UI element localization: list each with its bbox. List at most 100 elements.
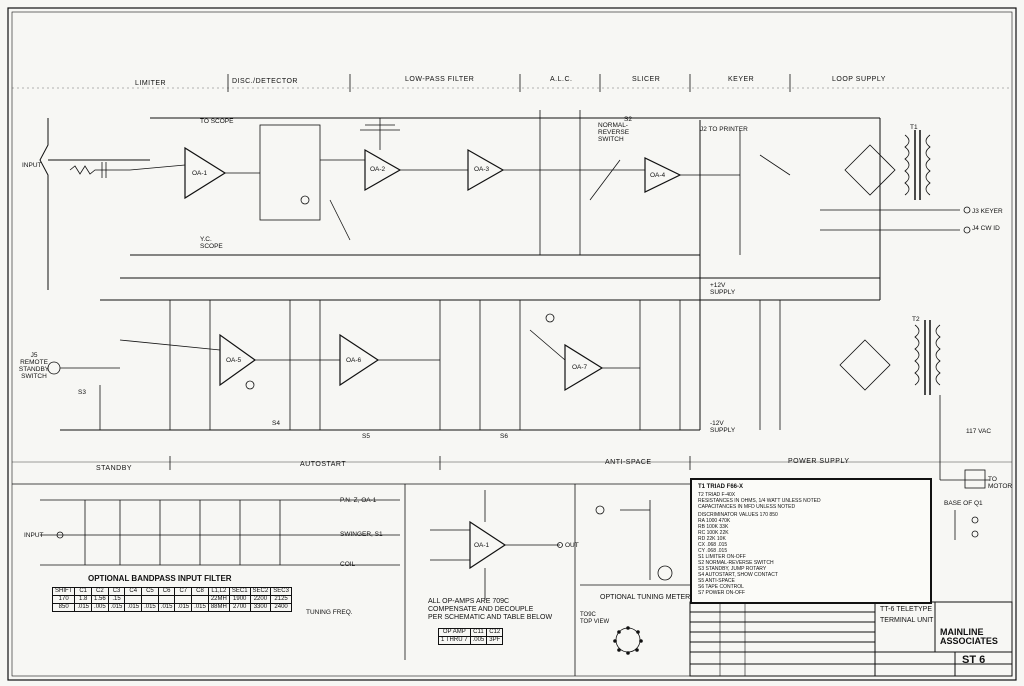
th: C12 (486, 628, 504, 637)
th: C8 (191, 587, 209, 596)
note-line: S3 STANDBY, JUMP ROTARY (698, 566, 767, 572)
section-antispace: ANTI-SPACE (605, 459, 652, 466)
note-line: RD 22K 10K (698, 536, 726, 542)
oa1-label: OA-1 (192, 170, 208, 177)
oa2-label: OA-2 (370, 166, 386, 173)
cell: .015 (191, 603, 209, 612)
th: C4 (124, 587, 143, 596)
filter-title: OPTIONAL BANDPASS INPUT FILTER (88, 574, 232, 583)
remote-standby-label: J5 REMOTE STANDBY SWITCH (18, 352, 50, 380)
oa5-label: OA-5 (226, 357, 242, 364)
th: C1 (74, 587, 93, 596)
coil-label: COIL (340, 561, 356, 568)
t1-label: T1 (910, 124, 918, 131)
yc-scope-label: Y.C. SCOPE (200, 236, 223, 250)
table-row: 1 THRU 7 .005 3PF (438, 636, 504, 645)
cell: .15 (107, 595, 126, 604)
th: C3 (107, 587, 126, 596)
cell: .015 (141, 603, 159, 612)
note-line: CAPACITANCES IN MFD UNLESS NOTED (698, 504, 796, 510)
note-line: RC 100K 22K (698, 530, 729, 536)
section-autostart: AUTOSTART (300, 461, 347, 468)
th: C6 (157, 587, 176, 596)
th: C11 (469, 628, 488, 637)
cell: 1900 (228, 595, 251, 604)
section-alc: A.L.C. (550, 76, 573, 83)
cell: 1 THRU 7 (438, 636, 471, 645)
th: L1,L2 (207, 587, 230, 596)
cell: .015 (124, 603, 143, 612)
th: OP AMP (438, 628, 471, 637)
section-power-supply: POWER SUPPLY (788, 458, 850, 465)
oa-bottom-label: OA-1 (474, 542, 490, 549)
cell: 2700 (228, 603, 251, 612)
cell: 3PF (486, 636, 504, 645)
title-desc: TERMINAL UNIT (880, 617, 934, 624)
input-label: INPUT (22, 162, 42, 169)
th: SEC1 (228, 587, 251, 596)
oa3-label: OA-3 (474, 166, 490, 173)
cell: 2200 (249, 595, 272, 604)
filter-table: SHIFT C1 C2 C3 C4 C5 C6 C7 C8 L1,L2 SEC1… (51, 587, 292, 612)
s3-label: S3 (78, 389, 86, 396)
note-line: RB 100K 33K (698, 524, 729, 530)
supply-m12-label: -12V SUPPLY (710, 420, 736, 434)
note-line: RESISTANCES IN OHMS, 1/4 WATT UNLESS NOT… (698, 498, 821, 504)
s6-label: S6 (500, 433, 508, 440)
section-standby: STANDBY (96, 465, 133, 472)
j4-cwid-label: J4 CW ID (972, 225, 1000, 232)
cell: 3300 (249, 603, 272, 612)
to9c-label: TO9C TOP VIEW (580, 612, 610, 625)
opamp-table: OP AMP C11 C12 1 THRU 7 .005 3PF (438, 628, 504, 645)
cell: 2125 (270, 595, 292, 604)
table-row: 170 1.8 1.56 .15 22MH 1900 2200 2125 (51, 595, 292, 604)
supply-12-label: +12V SUPPLY (710, 282, 736, 296)
s2-label: S2 (624, 116, 632, 123)
cell (124, 595, 143, 604)
pin-label: P.N. Z, OA-1 (340, 497, 377, 504)
table-row: 850 .015 .005 .015 .015 .015 .015 .015 .… (51, 603, 292, 612)
base-q1-label: BASE OF Q1 (944, 500, 983, 507)
section-disc-detector: DISC./DETECTOR (232, 78, 298, 85)
cell: .015 (174, 603, 193, 612)
section-slicer: SLICER (632, 76, 661, 83)
note-line: RA 1000 470K (698, 518, 731, 524)
title-dwg: ST 6 (962, 654, 986, 666)
filter-input-label: INPUT (24, 532, 44, 539)
note-line: T2 TRIAD F-40X (698, 492, 736, 498)
filter-header-row: SHIFT C1 C2 C3 C4 C5 C6 C7 C8 L1,L2 SEC1… (51, 587, 292, 596)
cell: .005 (469, 636, 488, 645)
note-line: CX .068 .015 (698, 542, 728, 548)
notes-title: T1 TRIAD F66-X (698, 484, 744, 490)
title-company: MAINLINE ASSOCIATES (940, 627, 998, 646)
vac-label: 117 VAC (966, 428, 992, 435)
tuning-meter-label: OPTIONAL TUNING METER (600, 594, 691, 601)
opamp-header-row: OP AMP C11 C12 (438, 628, 504, 637)
cell: .005 (91, 603, 109, 612)
cell (157, 595, 176, 604)
normal-reverse-label: NORMAL-REVERSE SWITCH (598, 122, 630, 143)
section-limiter: LIMITER (135, 80, 167, 87)
note-line: S7 POWER ON-OFF (698, 590, 745, 596)
cell: 88MH (207, 603, 230, 612)
s5-label: S5 (362, 433, 370, 440)
s4-label: S4 (272, 420, 280, 427)
to-motor-label: TO MOTOR (988, 476, 1013, 490)
cell: 170 (51, 595, 76, 604)
section-lowpass: LOW-PASS FILTER (405, 76, 475, 83)
j3-keyer-label: J3 KEYER (972, 208, 1003, 215)
note-line: S4 AUTOSTART, SHOW CONTACT (698, 572, 778, 578)
th: SEC2 (249, 587, 272, 596)
note-line: CY .068 .015 (698, 548, 728, 554)
to-scope-label: TO SCOPE (200, 118, 234, 125)
th: C5 (141, 587, 159, 596)
cell (191, 595, 209, 604)
cell: .015 (157, 603, 176, 612)
note-line: S6 TAPE CONTROL (698, 584, 744, 590)
note-line: S2 NORMAL-REVERSE SWITCH (698, 560, 774, 566)
th: SHIFT (51, 587, 76, 596)
t2-label: T2 (912, 316, 920, 323)
cell: 1.56 (91, 595, 109, 604)
opamp-note: ALL OP-AMPS ARE 709C COMPENSATE AND DECO… (428, 598, 553, 621)
th: SEC3 (270, 587, 292, 596)
